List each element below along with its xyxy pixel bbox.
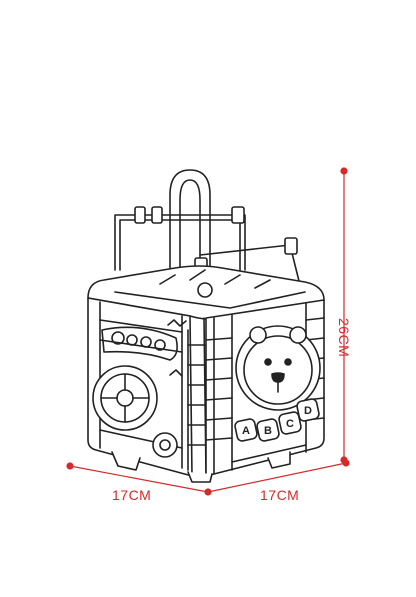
abc-letter-c: C bbox=[286, 418, 294, 430]
abc-buttons bbox=[234, 398, 320, 442]
height-dimension-line bbox=[340, 167, 348, 464]
cube-top-face bbox=[87, 265, 325, 321]
width-label-left: 17CM bbox=[112, 487, 152, 503]
width-dimension-line-right bbox=[207, 459, 350, 493]
width-label-right: 17CM bbox=[260, 487, 300, 503]
cube-right-face bbox=[205, 299, 325, 477]
lion-face bbox=[235, 325, 321, 411]
cube-foot bbox=[111, 451, 141, 471]
abc-letter-a: A bbox=[242, 425, 250, 437]
cube-foot bbox=[267, 451, 291, 469]
abc-letter-b: B bbox=[264, 425, 272, 437]
height-label: 26CM bbox=[336, 318, 352, 358]
width-dimension-line-left bbox=[66, 462, 212, 496]
bead-maze bbox=[114, 169, 301, 286]
cube-foot bbox=[187, 471, 213, 483]
abc-letter-d: D bbox=[304, 405, 312, 417]
cube-left-face bbox=[87, 297, 207, 477]
